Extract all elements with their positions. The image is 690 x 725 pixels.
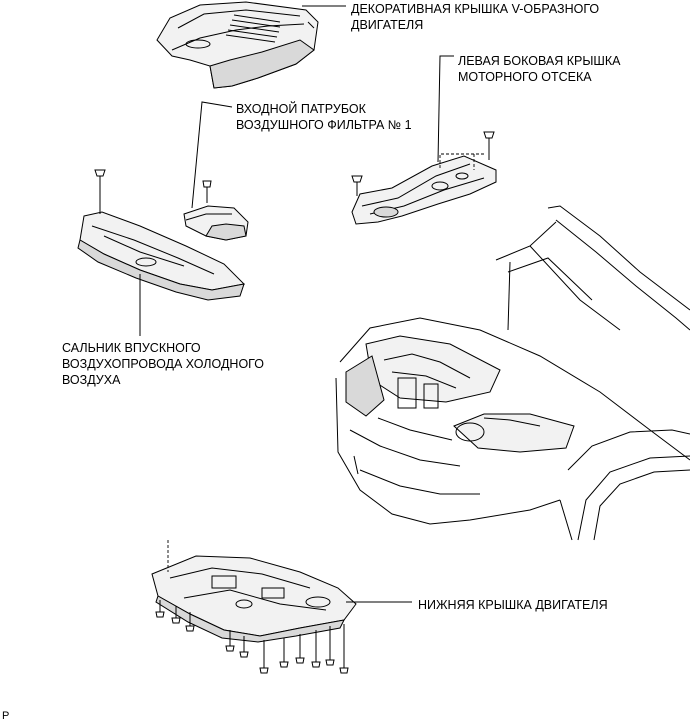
label-cold-air-seal: САЛЬНИК ВПУСКНОГО ВОЗДУХОПРОВОДА ХОЛОДНО… (62, 341, 264, 387)
cold-air-seal (77, 169, 246, 301)
air-filter-inlet (183, 180, 249, 241)
label-air-filter-inlet: ВХОДНОЙ ПАТРУБОК ВОЗДУШНОГО ФИЛЬТРА № 1 (236, 102, 412, 132)
v-engine-cover (156, 1, 319, 89)
leader-left-side-cover (437, 55, 454, 163)
label-engine-under-cover: НИЖНЯЯ КРЫШКА ДВИГАТЕЛЯ (418, 598, 608, 612)
label-left-side-cover: ЛЕВАЯ БОКОВАЯ КРЫШКА МОТОРНОГО ОТСЕКА (458, 54, 621, 84)
label-v-engine-cover: ДЕКОРАТИВНАЯ КРЫШКА V-ОБРАЗНОГО ДВИГАТЕЛ… (351, 2, 600, 32)
leader-air-filter-inlet (191, 101, 233, 209)
corner-code: P (2, 710, 10, 722)
left-side-cover (351, 131, 497, 225)
car-front (335, 205, 690, 541)
engine-under-cover (151, 540, 357, 674)
